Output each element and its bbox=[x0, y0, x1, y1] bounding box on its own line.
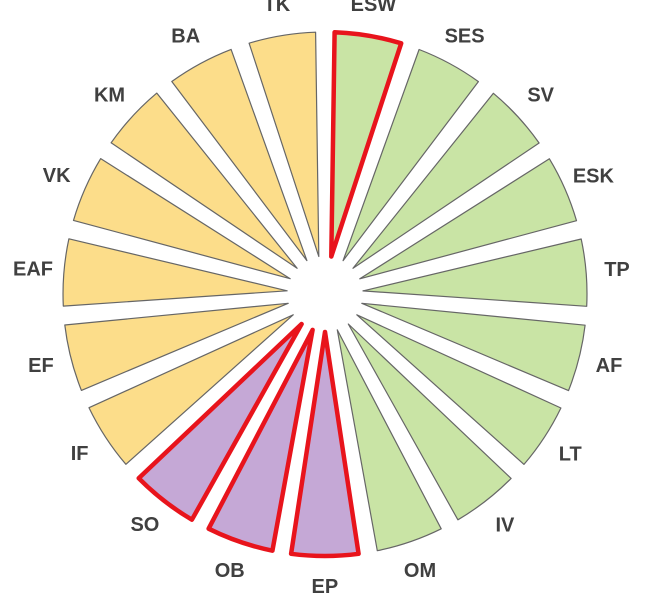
label-tp: TP bbox=[604, 259, 630, 281]
label-ef: EF bbox=[28, 355, 54, 377]
wedge-ef bbox=[64, 302, 289, 391]
wedge-km bbox=[110, 92, 298, 269]
label-esk: ESK bbox=[573, 165, 615, 187]
wedge-if bbox=[88, 314, 294, 465]
label-om: OM bbox=[404, 560, 436, 582]
label-vk: VK bbox=[43, 165, 71, 187]
highlight-outline-esw bbox=[329, 29, 404, 259]
label-ob: OB bbox=[215, 560, 245, 582]
wedge-ba bbox=[171, 48, 308, 262]
label-tk: TK bbox=[264, 0, 291, 16]
wedge-tp bbox=[362, 238, 588, 307]
label-km: KM bbox=[94, 85, 125, 107]
wedge-tk bbox=[248, 31, 320, 258]
label-sv: SV bbox=[527, 85, 554, 107]
wedge-ses bbox=[342, 48, 479, 262]
label-esw: ESW bbox=[351, 0, 397, 16]
label-ses: SES bbox=[445, 25, 485, 47]
wedge-iv bbox=[347, 323, 512, 521]
label-eaf: EAF bbox=[13, 259, 53, 281]
label-if: IF bbox=[71, 443, 89, 465]
wedge-sv bbox=[352, 92, 540, 269]
wedge-vk bbox=[72, 158, 291, 280]
label-ep: EP bbox=[312, 576, 339, 598]
label-lt: LT bbox=[559, 443, 582, 465]
label-af: AF bbox=[596, 355, 623, 377]
label-ba: BA bbox=[171, 25, 200, 47]
label-iv: IV bbox=[495, 514, 515, 536]
highlight-outline-so bbox=[136, 321, 304, 522]
wedge-af bbox=[361, 302, 586, 392]
highlight-outline-ep bbox=[288, 329, 361, 559]
wedge-lt bbox=[356, 314, 562, 465]
highlight-outline-ob bbox=[206, 327, 315, 553]
wedge-esk bbox=[359, 158, 578, 280]
wedge-om bbox=[336, 329, 442, 552]
label-so: SO bbox=[130, 514, 159, 536]
wedge-eaf bbox=[62, 238, 288, 307]
